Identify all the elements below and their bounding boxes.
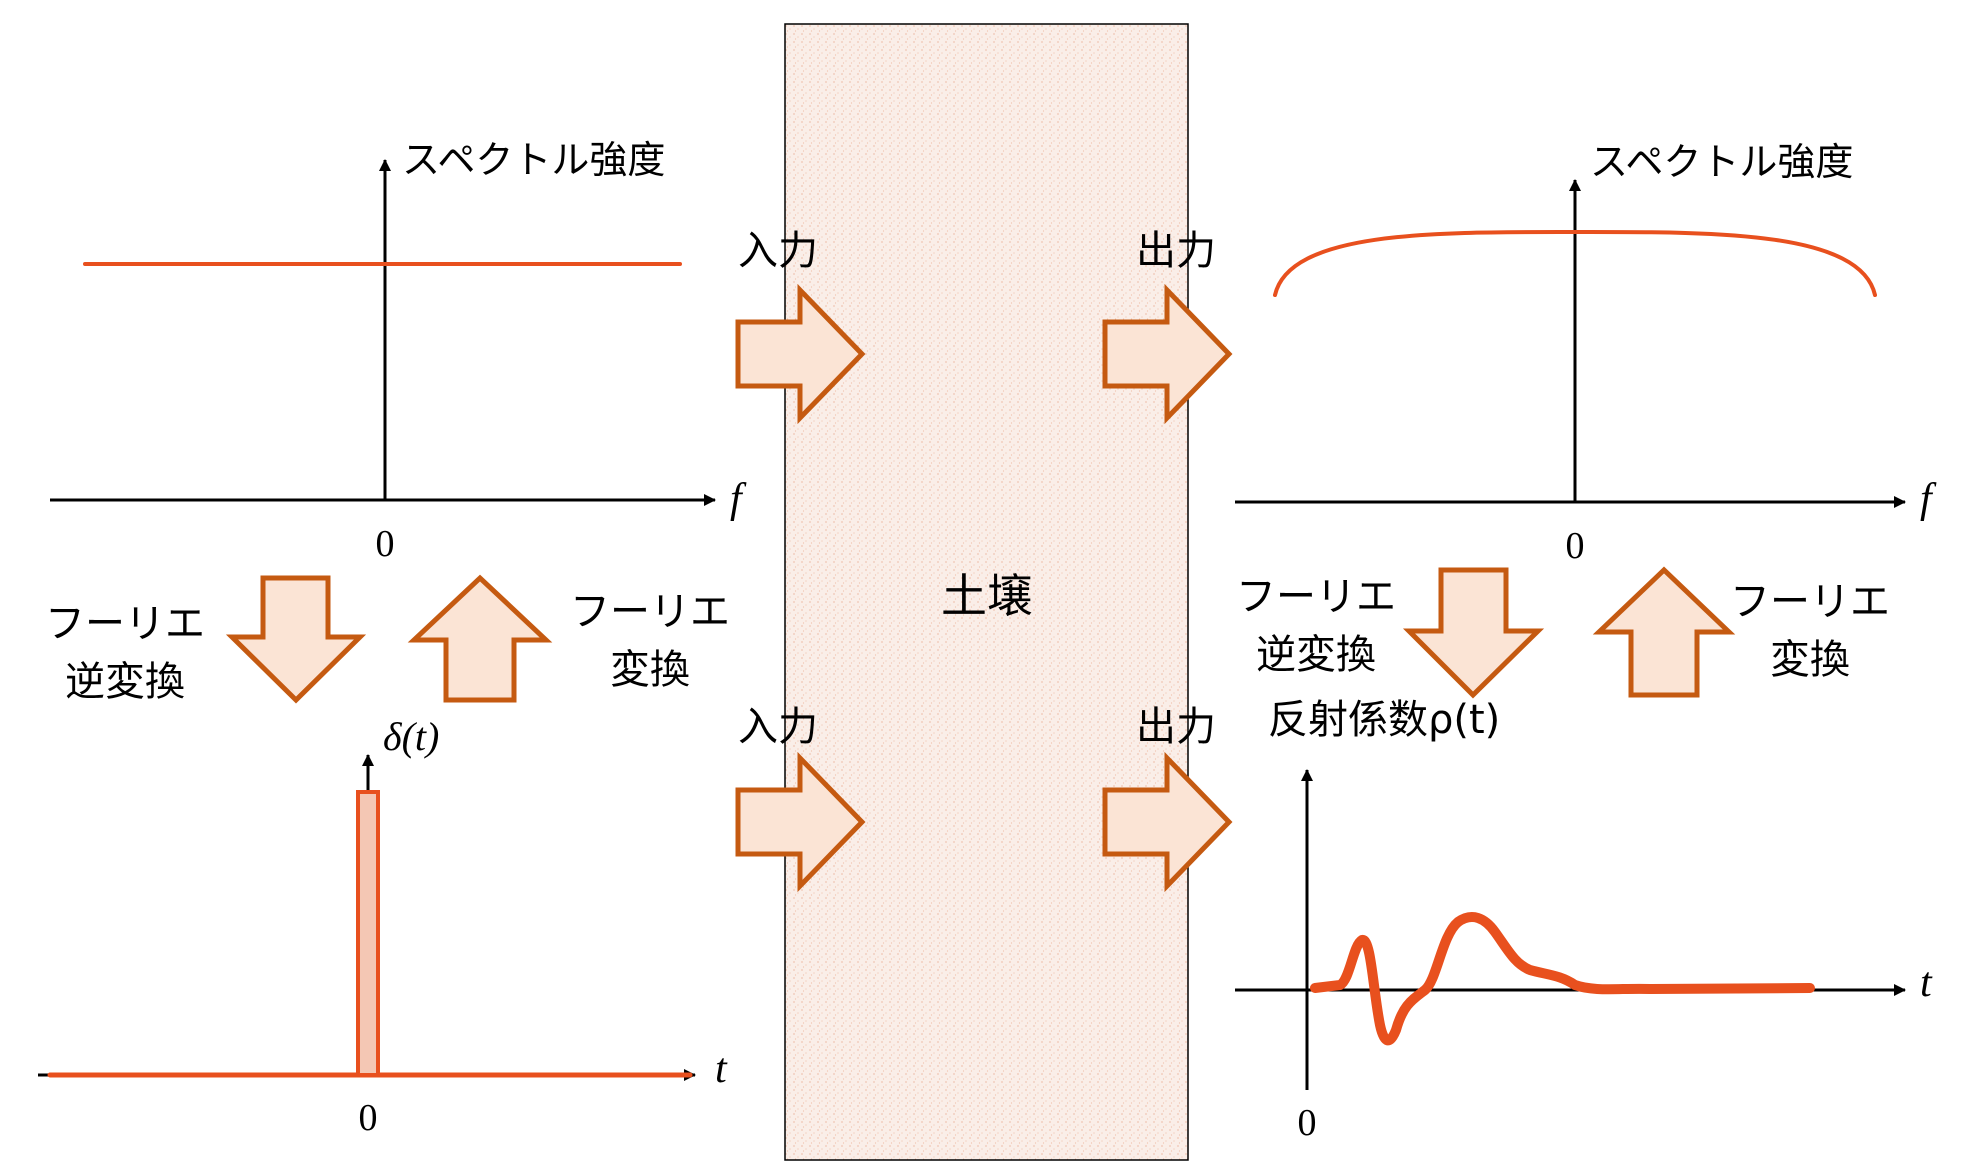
right-spectrum-origin: 0: [1566, 525, 1585, 567]
right-spectrum-ylabel: スペクトル強度: [1590, 140, 1853, 184]
right-inverse-label-2: 逆変換: [1256, 632, 1376, 678]
left-time-xlabel: t: [715, 1046, 728, 1092]
right-forward-label-1: フーリエ: [1730, 579, 1890, 625]
right-time-ylabel: 反射係数ρ(t): [1268, 697, 1500, 743]
left-forward-label-1: フーリエ: [570, 589, 730, 635]
right-block-arrow-icon: [735, 751, 866, 893]
right-spectrum-xlabel: f: [1920, 476, 1937, 522]
left-spectrum-origin: 0: [376, 523, 395, 565]
left-inverse-down-arrow-icon: [225, 575, 367, 704]
output-arrow-top: [1102, 283, 1233, 425]
left-spectrum-ylabel: スペクトル強度: [402, 138, 665, 182]
left-forward-up-arrow-icon: [407, 574, 553, 703]
right-block-arrow-icon: [1102, 751, 1233, 893]
soil-label: 土壌: [941, 569, 1033, 623]
right-forward-label-2: 変換: [1770, 637, 1850, 683]
input-label-bottom: 入力: [738, 704, 818, 750]
right-time-xlabel: t: [1920, 960, 1933, 1006]
right-block-arrow-icon: [735, 283, 866, 425]
input-arrow-bottom: [735, 751, 866, 893]
right-time-origin: 0: [1298, 1102, 1317, 1144]
right-block-arrow-icon: [1102, 283, 1233, 425]
right-time-curve: [1310, 912, 1815, 1046]
left-time-impulse: [356, 790, 380, 1077]
output-label-top: 出力: [1136, 228, 1216, 274]
right-time-graph: 反射係数ρ(t) t 0: [1235, 697, 1933, 1144]
left-time-graph: δ(t) t 0: [38, 714, 728, 1139]
left-time-origin: 0: [359, 1097, 378, 1139]
soil-block: [784, 23, 1189, 1161]
left-forward-label-2: 変換: [610, 647, 690, 693]
left-spectrum-graph: スペクトル強度 f 0: [50, 138, 747, 565]
right-spectrum-curve: [1273, 229, 1877, 297]
right-spectrum-graph: スペクトル強度 f 0: [1235, 140, 1937, 567]
right-forward-up-arrow-icon: [1592, 566, 1736, 698]
output-label-bottom: 出力: [1136, 704, 1216, 750]
right-inverse-down-arrow-icon: [1402, 567, 1545, 699]
output-arrow-bottom: [1102, 751, 1233, 893]
left-inverse-label-1: フーリエ: [45, 601, 205, 647]
input-label-top: 入力: [738, 228, 818, 274]
input-arrow-top: [735, 283, 866, 425]
left-inverse-label-2: 逆変換: [65, 659, 185, 705]
right-inverse-label-1: フーリエ: [1236, 574, 1396, 620]
left-time-ylabel: δ(t): [383, 714, 439, 759]
left-spectrum-xlabel: f: [730, 476, 747, 522]
